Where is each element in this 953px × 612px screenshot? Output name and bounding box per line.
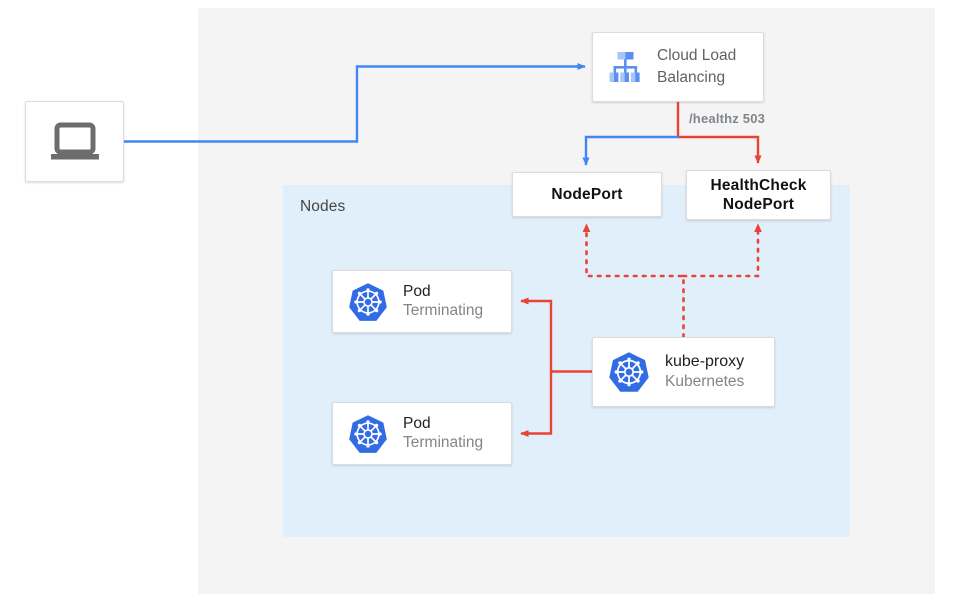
pod-node-2[interactable]: Pod Terminating	[332, 402, 512, 465]
pod-1-text: Pod Terminating	[403, 282, 483, 321]
edge-kubeproxy-to-pods	[520, 297, 592, 438]
edge-client-to-load-balancer	[124, 62, 586, 143]
kube-proxy-subtitle: Kubernetes	[665, 373, 745, 390]
cloud-load-balancing-label: Cloud Load Balancing	[657, 45, 736, 89]
healthz-edge-label: /healthz 503	[689, 111, 766, 126]
nodeport-node[interactable]: NodePort	[512, 172, 662, 217]
kubernetes-icon	[347, 413, 389, 455]
healthcheck-nodeport-label: HealthCheck NodePort	[710, 176, 806, 214]
kubernetes-icon	[607, 350, 651, 394]
hcnp-label-line1: HealthCheck	[710, 177, 807, 194]
hcnp-label-line2: NodePort	[722, 196, 795, 213]
edge-loadbalancer-to-nodeport	[582, 135, 679, 166]
pod-1-status: Terminating	[403, 302, 484, 319]
clb-label-line1: Cloud Load	[657, 47, 737, 64]
pod-1-title: Pod	[403, 283, 431, 300]
cloud-load-balancing-node[interactable]: Cloud Load Balancing	[592, 32, 764, 102]
kube-proxy-text: kube-proxy Kubernetes	[665, 352, 744, 392]
nodeport-label: NodePort	[551, 186, 623, 203]
client-node[interactable]	[25, 101, 124, 182]
clb-label-line2: Balancing	[657, 69, 726, 86]
pod-2-title: Pod	[403, 415, 431, 432]
nodes-region-label: Nodes	[300, 198, 346, 215]
healthcheck-nodeport-node[interactable]: HealthCheck NodePort	[686, 170, 831, 220]
laptop-icon	[48, 121, 102, 163]
pod-2-status: Terminating	[403, 434, 484, 451]
pod-2-text: Pod Terminating	[403, 414, 483, 453]
kubernetes-icon	[347, 281, 389, 323]
kube-proxy-title: kube-proxy	[665, 353, 745, 370]
kube-proxy-node[interactable]: kube-proxy Kubernetes	[592, 337, 775, 407]
edge-loadbalancer-healthz-trunk	[676, 102, 762, 164]
edge-kubeproxy-to-nodeports	[582, 223, 762, 339]
cloud-load-balancing-icon	[605, 47, 645, 87]
pod-node-1[interactable]: Pod Terminating	[332, 270, 512, 333]
